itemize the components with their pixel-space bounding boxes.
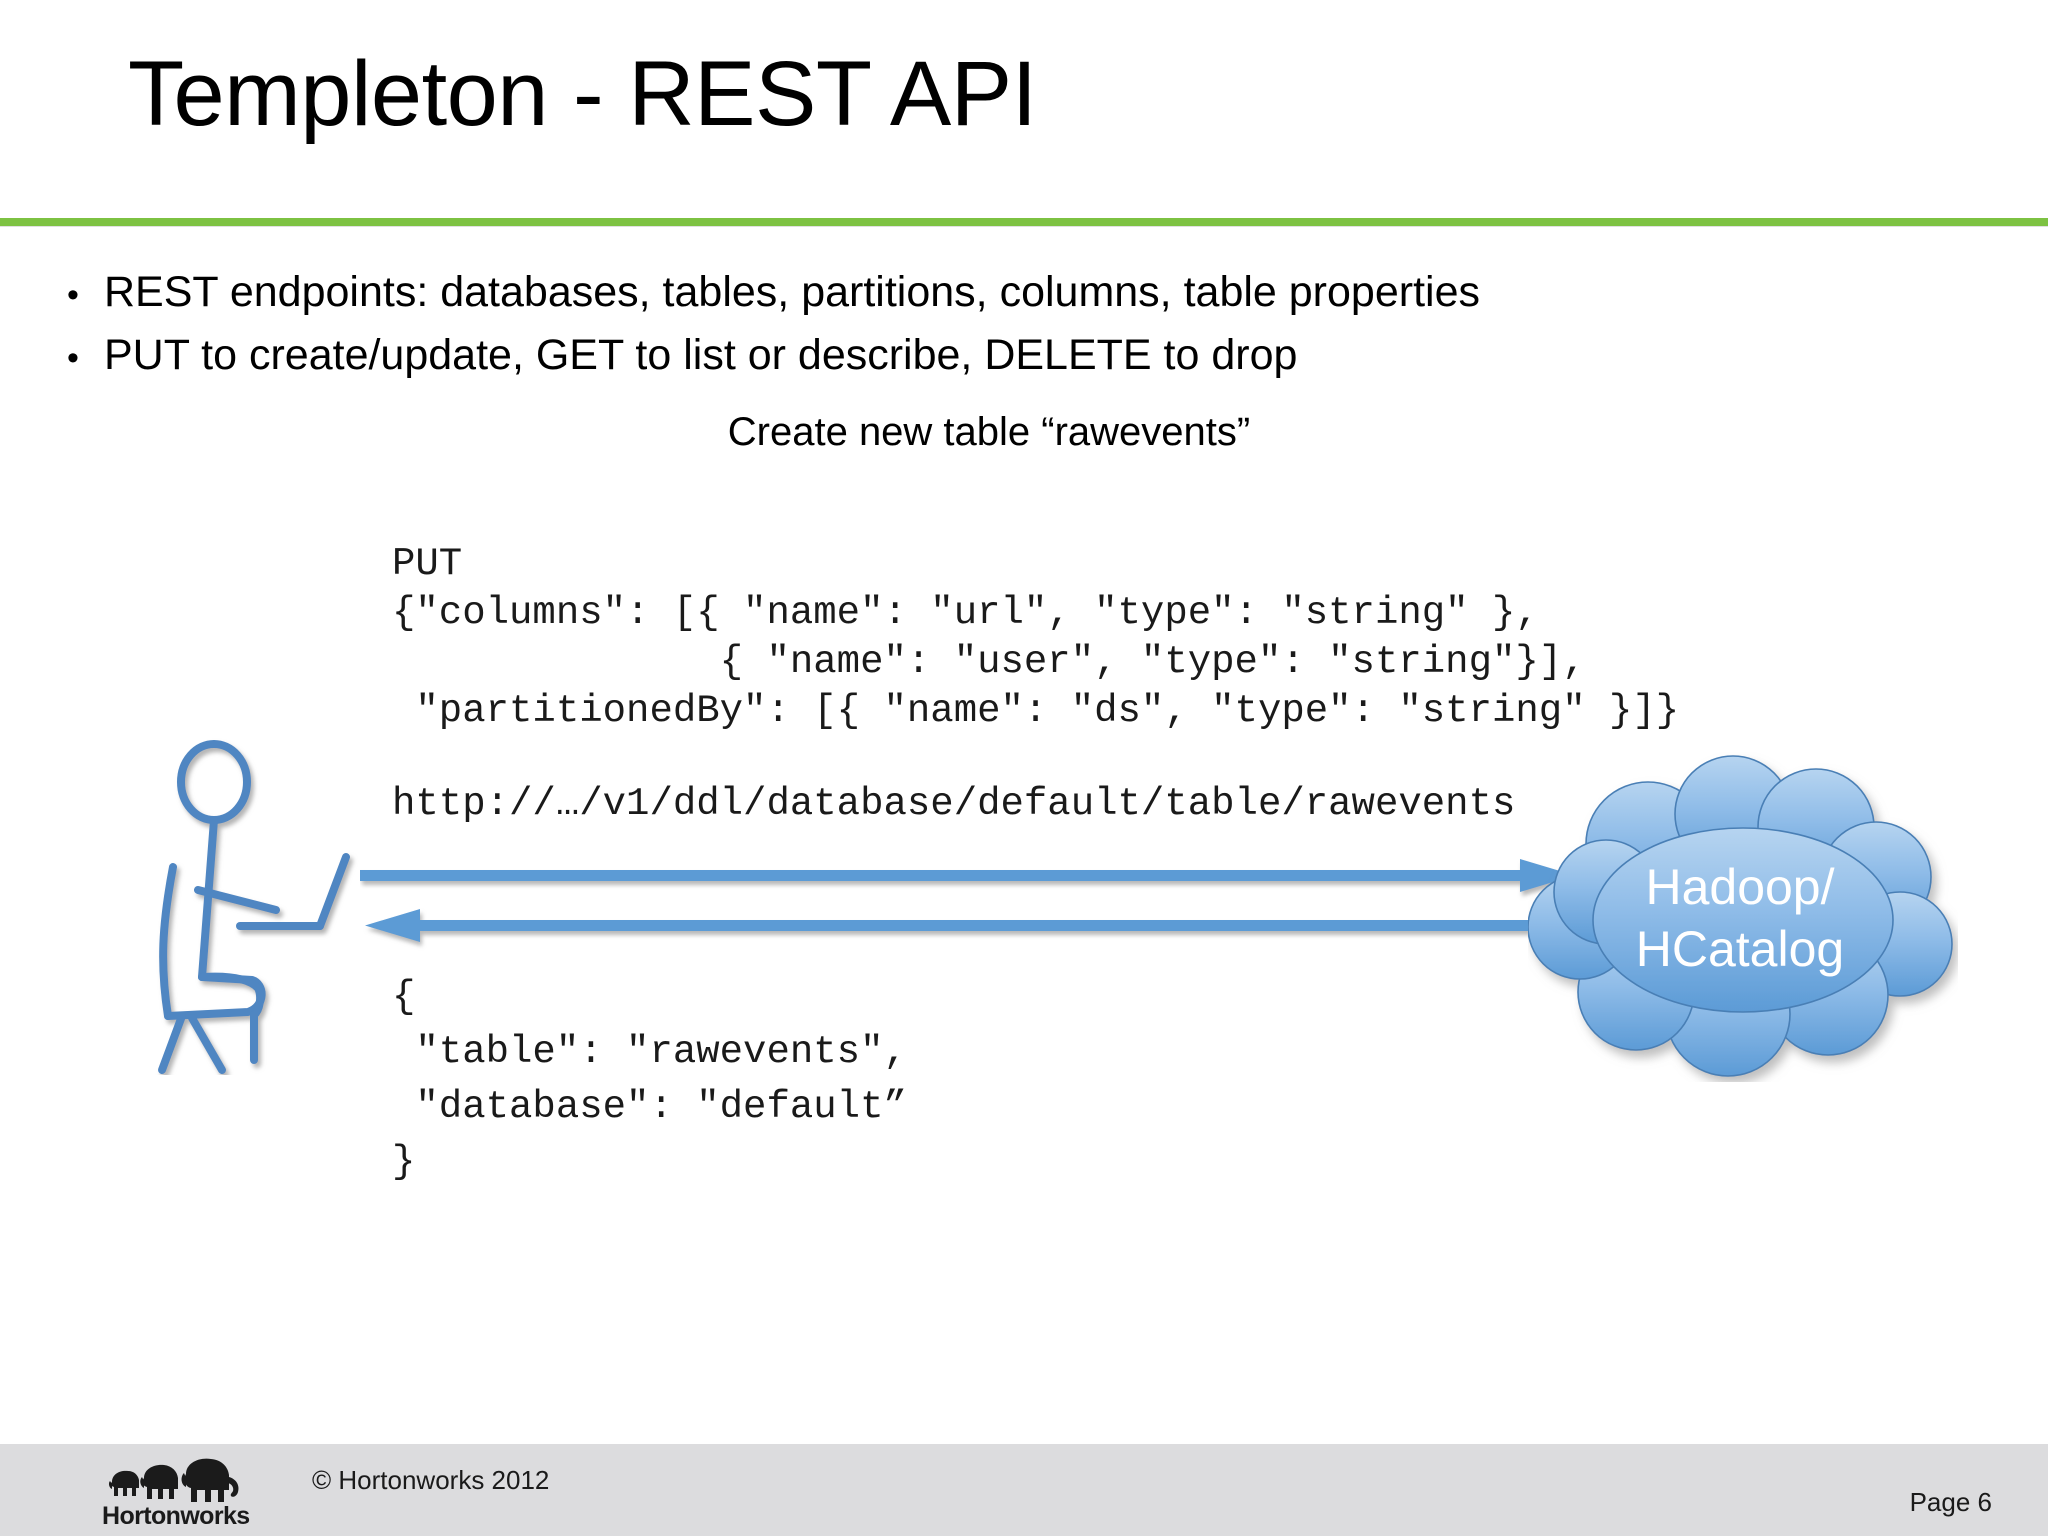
diagram-caption-text: Create new table “rawevents” <box>727 410 1251 454</box>
response-arrow <box>360 905 1580 953</box>
page-number: Page 6 <box>1909 1487 1992 1517</box>
bullet-marker-icon: • <box>67 339 79 377</box>
copyright-text: © Hortonworks 2012 <box>312 1465 550 1495</box>
request-code-block: PUT {"columns": [{ "name": "url", "type"… <box>392 542 1680 733</box>
request-url-text: http://…/v1/ddl/database/default/table/r… <box>392 782 1516 826</box>
footer-bar <box>0 1444 2048 1536</box>
hortonworks-logo-icon: Hortonworks <box>100 1452 290 1530</box>
bullet-list: • REST endpoints: databases, tables, par… <box>42 262 1942 388</box>
bullet-item-1: • PUT to create/update, GET to list or d… <box>42 325 1942 388</box>
bullet-text-0: REST endpoints: databases, tables, parti… <box>104 268 1480 316</box>
svg-text:Hortonworks: Hortonworks <box>102 1502 250 1530</box>
user-at-laptop-icon <box>130 730 380 1075</box>
title-divider <box>0 218 2048 226</box>
bullet-marker-icon: • <box>67 276 79 314</box>
bullet-text-1: PUT to create/update, GET to list or des… <box>104 331 1298 379</box>
hadoop-hcatalog-cloud <box>1527 752 1958 1082</box>
page-title: Templeton - REST API <box>128 43 1037 145</box>
diagram-caption: Create new table “rawevents” <box>0 410 2048 455</box>
response-code-block: { "table": "rawevents", "database": "def… <box>392 975 907 1184</box>
request-arrow <box>360 855 1580 903</box>
bullet-item-0: • REST endpoints: databases, tables, par… <box>42 262 1942 325</box>
